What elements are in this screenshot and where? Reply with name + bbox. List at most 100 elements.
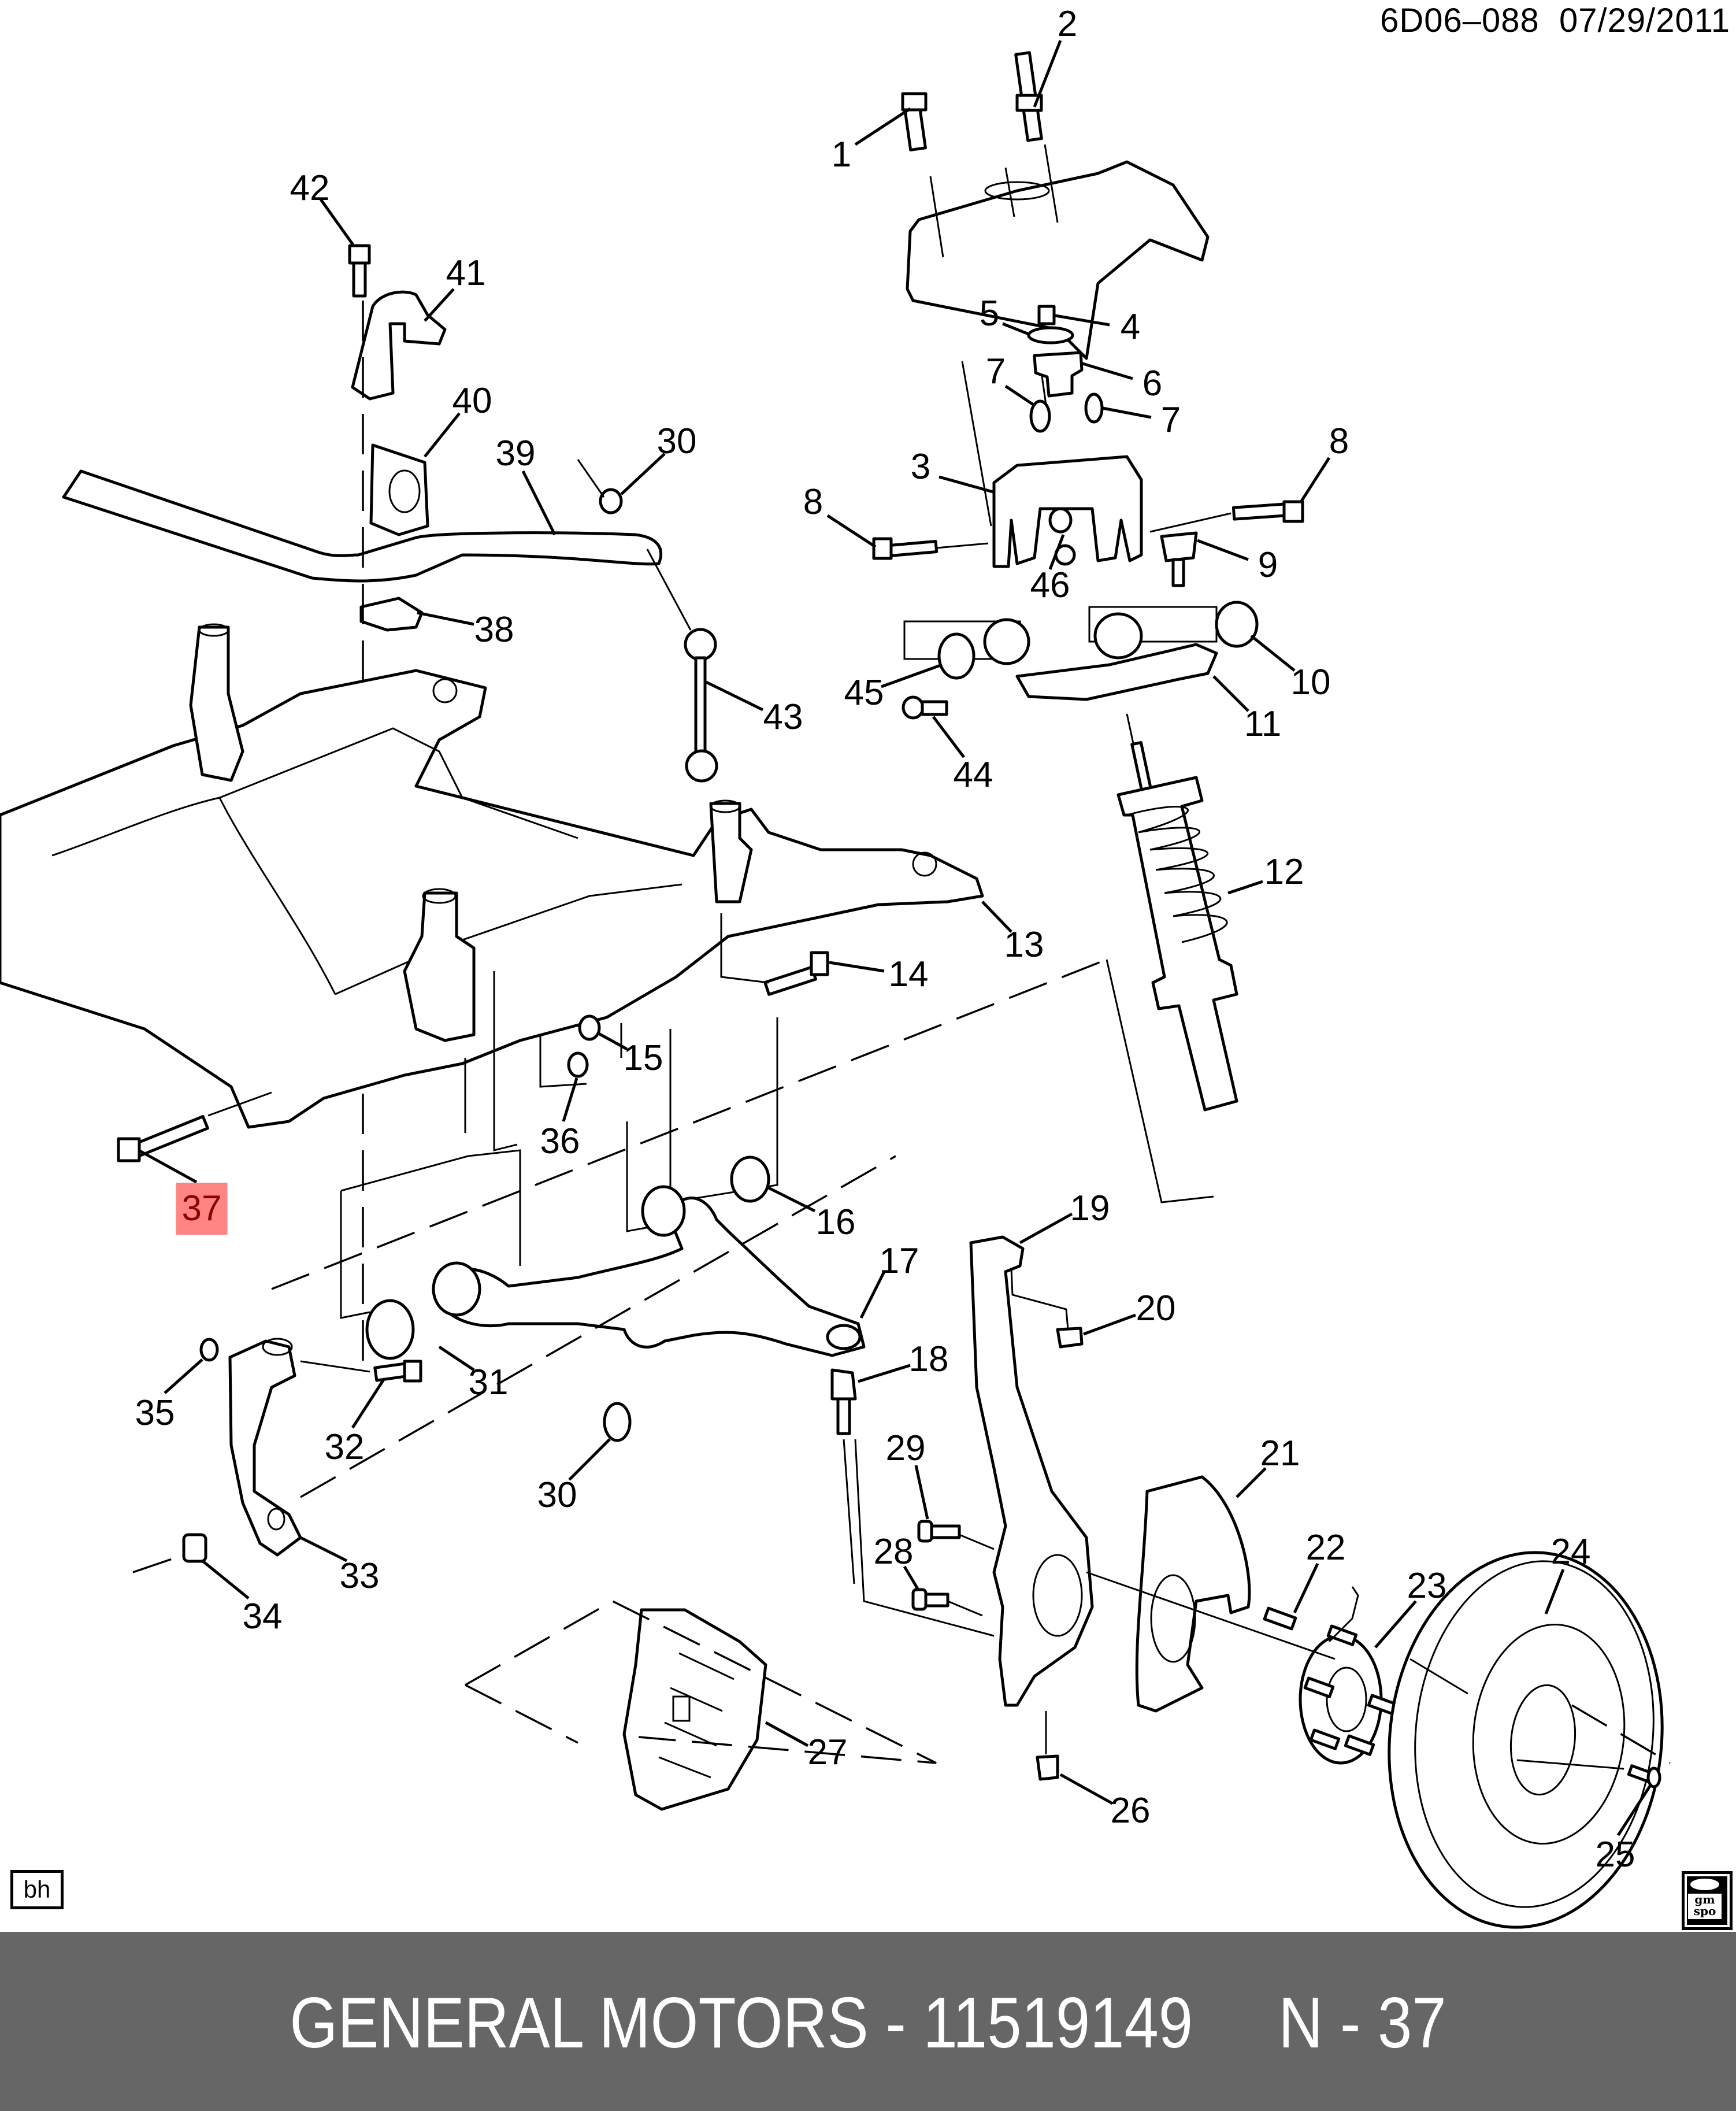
document-id: 6D06–088 [1380,2,1540,39]
strut-tower-cover [906,160,1210,360]
exploded-parts-diagram [0,51,1671,1929]
callout-8-bolt[interactable]: 8 [803,482,824,522]
callout-23-hub-bearing[interactable]: 23 [1407,1566,1447,1606]
clamp-41 [351,290,447,401]
callout-39-stabilizer-shaft[interactable]: 39 [495,434,536,473]
stabilizer-link-43 [684,628,718,783]
callout-29-bolt[interactable]: 29 [885,1428,926,1468]
bracket-38 [359,597,424,632]
callout-11-upper-control-arm[interactable]: 11 [1244,704,1282,744]
bushing-icon-16 [730,1156,770,1203]
callout-12-strut-assembly[interactable]: 12 [1264,852,1304,892]
bolt-icon-32 [373,1360,422,1383]
upper-control-arm [1015,643,1218,701]
footer-brand: GENERAL MOTORS [290,1983,869,2063]
ball-joint-icon-18 [830,1368,857,1435]
bolt-icon-14 [763,951,829,996]
callout-44-bolt[interactable]: 44 [953,755,993,795]
upper-bracket [992,455,1143,568]
callout-2-stud-strut-mount[interactable]: 2 [1057,4,1078,44]
callout-24-rotor[interactable]: 24 [1550,1532,1591,1572]
callout-21-splash-shield[interactable]: 21 [1260,1434,1300,1473]
callout-16-bushing[interactable]: 16 [815,1202,856,1242]
callout-37-bolt[interactable]: 37 [176,1183,228,1235]
callout-41-clamp[interactable]: 41 [446,253,486,293]
callout-22-bolt[interactable]: 22 [1305,1528,1346,1568]
screw-icon-25 [1627,1764,1661,1788]
bolt-icon-8a [872,537,939,560]
callout-25-screw[interactable]: 25 [1595,1835,1635,1875]
ball-joint-icon-9 [1160,531,1198,587]
callout-35-nut[interactable]: 35 [135,1393,175,1433]
bushing-icon-31 [365,1299,415,1360]
stud-icon-2 [1014,51,1043,142]
washer-icon-5 [1027,326,1074,345]
bolt-icon-37 [117,1114,209,1162]
steering-knuckle [969,1235,1094,1707]
callout-10-bushing[interactable]: 10 [1290,662,1331,702]
footer-part-number: 11519149 [923,1983,1193,2063]
nut-icon-30b [603,1402,632,1442]
callout-36-nut[interactable]: 36 [540,1121,580,1161]
callout-32-bolt[interactable]: 32 [324,1427,365,1467]
callout-38-bracket[interactable]: 38 [474,610,514,650]
callout-1-bolt-strut-mount[interactable]: 1 [831,135,852,175]
callout-20-nut[interactable]: 20 [1136,1288,1176,1328]
callout-4-nut[interactable]: 4 [1120,307,1141,347]
bolt-icon-29 [917,1520,961,1543]
footer-separator: - [885,1983,906,2063]
callout-17-lower-control-arm[interactable]: 17 [879,1241,919,1281]
callout-9-upper-ball-joint[interactable]: 9 [1258,545,1278,585]
callout-42-bolt[interactable]: 42 [290,168,330,208]
callout-45-bushing[interactable]: 45 [844,673,884,713]
logo-oval-icon [1690,1879,1719,1890]
callout-7-bumper[interactable]: 7 [1160,400,1181,440]
bushing-icon-45 [937,632,975,680]
document-id-date: 6D06–088 07/29/2011 [1380,1,1730,40]
callout-30-nut[interactable]: 30 [656,421,697,461]
bolt-icon-1 [901,92,928,151]
nut-icon-35 [199,1338,219,1362]
nut-icon-4 [1037,305,1056,325]
lower-control-arm [437,1197,866,1357]
callout-13-frame[interactable]: 13 [1004,925,1044,965]
callout-40-insulator[interactable]: 40 [452,381,492,421]
callout-34-nut[interactable]: 34 [242,1597,283,1636]
bolt-icon-22 [1263,1606,1297,1631]
link-33 [228,1339,302,1557]
bolt-icon-8b [1231,500,1304,523]
stabilizer-shaft [62,469,663,583]
callout-18-lower-ball-joint[interactable]: 18 [908,1339,949,1379]
callout-33-link[interactable]: 33 [339,1556,380,1596]
logo-line1: gm [1694,1893,1715,1906]
callout-26-nut[interactable]: 26 [1110,1791,1151,1831]
splash-shield [1135,1475,1251,1713]
callout-6-strut-mount-insulator[interactable]: 6 [1142,364,1163,403]
nut-icon-26 [1036,1754,1059,1781]
bumper-icon-7a [1029,399,1051,433]
callout-8-bolt[interactable]: 8 [1329,421,1349,461]
strut-assembly [1116,776,1238,1112]
callout-3-upper-control-arm-bracket[interactable]: 3 [910,447,931,487]
callout-19-steering-knuckle[interactable]: 19 [1070,1188,1110,1228]
callout-5-washer[interactable]: 5 [979,294,1000,334]
hub-bearing [1299,1624,1399,1765]
callout-27-caliper[interactable]: 27 [807,1732,848,1772]
callout-7-bumper[interactable]: 7 [985,351,1006,391]
callout-28-bolt[interactable]: 28 [873,1532,914,1572]
bolt-icon-44 [902,695,948,720]
corner-tag-bh: bh [10,1870,64,1909]
footer-banner: GENERAL MOTORS - 11519149 N - 37 [0,1932,1736,2111]
callout-30-nut[interactable]: 30 [537,1475,577,1515]
bolt-icon-28 [911,1588,949,1611]
insulator-40 [369,443,429,536]
insulator-icon-6 [1033,351,1084,398]
callout-15-nut[interactable]: 15 [623,1038,663,1078]
brake-caliper [622,1608,767,1811]
callout-43-stabilizer-link[interactable]: 43 [763,697,803,737]
nut-icon-20 [1056,1327,1084,1349]
callout-14-bolt[interactable]: 14 [888,954,929,994]
callout-31-bushing[interactable]: 31 [468,1362,509,1402]
callout-46-nut[interactable]: 46 [1030,565,1070,605]
